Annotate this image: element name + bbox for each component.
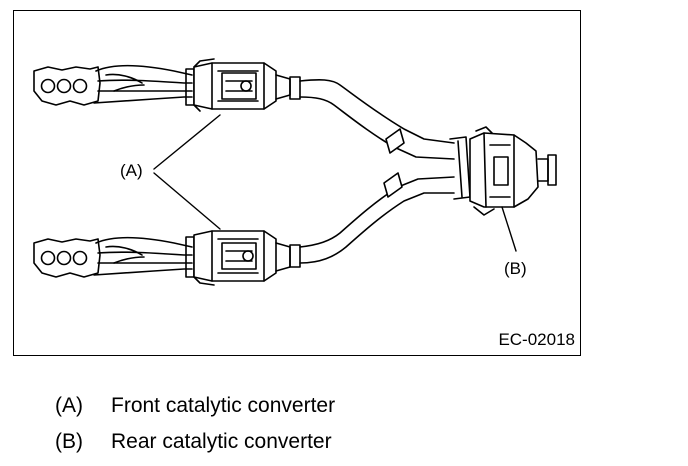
leader-a-lower [153, 172, 221, 230]
callout-leader-lines [153, 114, 517, 252]
upper-exhaust-manifold [33, 64, 193, 106]
front-catalytic-converter-lower [185, 230, 291, 286]
callout-label-a: (A) [120, 161, 143, 180]
exhaust-system-drawing [33, 58, 557, 286]
legend-key: (A) [55, 394, 83, 417]
legend-text: Front catalytic converter [111, 394, 336, 417]
legend-item: (A) Front catalytic converter [55, 388, 335, 424]
upper-front-pipe [289, 76, 455, 160]
legend-key: (B) [55, 430, 83, 453]
legend: (A) Front catalytic converter (B) Rear c… [55, 388, 335, 460]
legend-item: (B) Rear catalytic converter [55, 424, 335, 460]
callout-label-b: (B) [504, 259, 527, 278]
figure-frame: (A) (B) EC-02018 [13, 10, 581, 356]
leader-b [501, 206, 517, 252]
front-catalytic-converter-upper [185, 58, 291, 112]
figure-code: EC-02018 [498, 330, 575, 349]
legend-text: Rear catalytic converter [111, 430, 332, 453]
lower-exhaust-manifold [33, 236, 193, 278]
rear-catalytic-converter [449, 126, 557, 216]
lower-front-pipe [289, 172, 455, 268]
leader-a-upper [153, 114, 221, 170]
